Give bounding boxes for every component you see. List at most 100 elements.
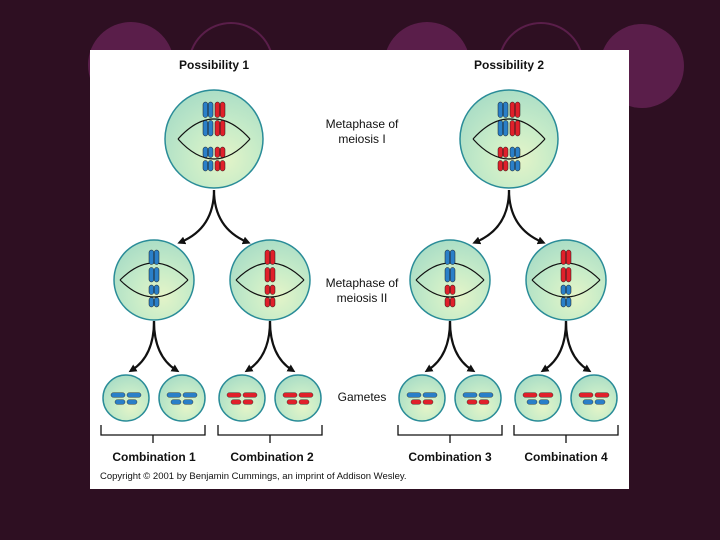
chromatid-arm: [502, 160, 509, 172]
gamete-chromosome: [110, 392, 142, 398]
chromatid-arm: [560, 267, 567, 283]
chromatid-arm: [514, 146, 521, 158]
combination-3-label: Combination 3: [408, 450, 492, 464]
chromatid-arm: [269, 249, 276, 265]
gamete-chromosome: [406, 392, 438, 398]
spindle-fiber: [177, 118, 251, 140]
cell-membrane: [274, 374, 322, 422]
possibility-2-heading: Possibility 2: [473, 58, 545, 72]
gamete-chromosome: [582, 399, 606, 405]
metaphase-1-label-line1: Metaphase of: [325, 117, 399, 131]
chromatid-arm: [148, 249, 155, 265]
chromatid-arm: [153, 284, 160, 295]
chromatid-arm: [462, 392, 478, 398]
metaphase-2-label-line1: Metaphase of: [325, 276, 399, 290]
chromosome: [202, 101, 214, 137]
gamete-cell: [158, 374, 206, 422]
chromatid-arm: [449, 284, 456, 295]
chromatid-arm: [526, 399, 538, 405]
chromatid-arm: [219, 160, 226, 172]
chromatid-arm: [497, 160, 504, 172]
chromatid-arm: [182, 399, 194, 405]
chromatid-arm: [269, 267, 276, 283]
chromatid-arm: [406, 392, 422, 398]
cell-membrane: [398, 374, 446, 422]
chromatid-arm: [444, 249, 451, 265]
copyright-notice: Copyright © 2001 by Benjamin Cummings, a…: [100, 471, 407, 482]
chromatid-arm: [282, 392, 298, 398]
chromatid-arm: [509, 146, 516, 158]
combination-2-label: Combination 2: [230, 450, 314, 464]
gamete-cell: [102, 374, 150, 422]
chromatid-arm: [514, 160, 521, 172]
chromatid-arm: [565, 297, 572, 308]
division-arrow: [564, 320, 592, 373]
chromosome: [497, 101, 509, 137]
gamete-chromosome: [522, 392, 554, 398]
chromatid-arm: [478, 399, 490, 405]
chromatid-arm: [449, 267, 456, 283]
chromatid-arm: [497, 120, 504, 137]
chromatid-arm: [538, 392, 554, 398]
possibility-1-heading: Possibility 1: [178, 58, 250, 72]
metaphase-2-cell: [409, 239, 491, 321]
combination-1-label: Combination 1: [112, 450, 196, 464]
cell-membrane: [514, 374, 562, 422]
chromatid-arm: [207, 101, 214, 118]
chromatid-arm: [214, 120, 221, 137]
chromatid-arm: [582, 399, 594, 405]
spindle-fiber: [415, 279, 485, 298]
chromatid-arm: [509, 101, 516, 118]
chromosome: [264, 284, 276, 308]
chromatid-arm: [114, 399, 126, 405]
chromatid-arm: [502, 101, 509, 118]
gamete-chromosome: [410, 399, 434, 405]
gamete-chromosome: [282, 392, 314, 398]
chromosome: [264, 249, 276, 283]
chromatid-arm: [560, 284, 567, 295]
chromatid-arm: [126, 399, 138, 405]
chromatid-arm: [538, 399, 550, 405]
chromatid-arm: [298, 392, 314, 398]
chromatid-arm: [578, 392, 594, 398]
gamete-cell: [454, 374, 502, 422]
division-arrow: [472, 189, 511, 245]
division-arrow: [212, 189, 251, 245]
chromatid-arm: [502, 146, 509, 158]
chromatid-arm: [226, 392, 242, 398]
combination-bracket: [217, 425, 323, 443]
spindle-fiber: [531, 262, 601, 281]
chromatid-arm: [466, 399, 478, 405]
chromosome: [444, 284, 456, 308]
gamete-cell: [218, 374, 266, 422]
spindle-fiber: [531, 279, 601, 298]
chromatid-arm: [594, 399, 606, 405]
division-arrow: [540, 320, 568, 373]
spindle-fiber: [119, 262, 189, 281]
diagram-panel: Possibility 1 Possibility 2 Metaphase of…: [90, 50, 629, 489]
chromatid-arm: [422, 399, 434, 405]
chromatid-arm: [514, 101, 521, 118]
chromatid-arm: [449, 297, 456, 308]
chromatid-arm: [449, 249, 456, 265]
metaphase-2-cell: [113, 239, 195, 321]
chromatid-arm: [110, 392, 126, 398]
chromatid-arm: [565, 284, 572, 295]
metaphase-1-cell: [459, 89, 559, 189]
meiosis-diagram: [100, 89, 619, 443]
chromatid-arm: [166, 392, 182, 398]
division-arrow: [424, 320, 452, 373]
chromatid-arm: [202, 101, 209, 118]
cell-membrane: [570, 374, 618, 422]
chromatid-arm: [565, 249, 572, 265]
metaphase-2-cell: [229, 239, 311, 321]
chromatid-arm: [214, 160, 221, 172]
chromatid-arm: [264, 249, 271, 265]
chromatid-arm: [410, 399, 422, 405]
gamete-chromosome: [578, 392, 610, 398]
chromosome: [148, 284, 160, 308]
chromatid-arm: [264, 297, 271, 308]
chromatid-arm: [153, 297, 160, 308]
combination-bracket: [397, 425, 503, 443]
spindle-fiber: [472, 138, 546, 160]
